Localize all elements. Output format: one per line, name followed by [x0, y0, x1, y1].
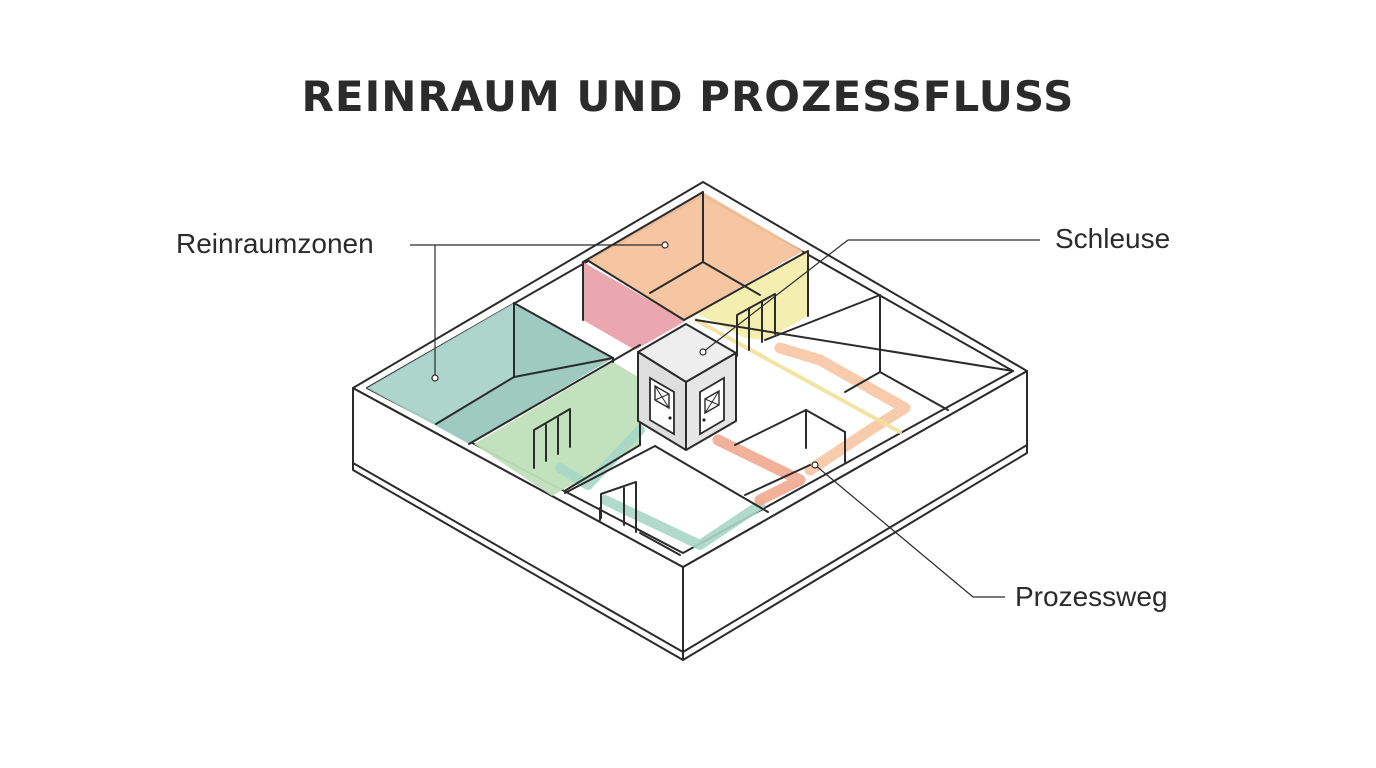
zone-pink — [583, 262, 684, 350]
process-path-salmon — [712, 434, 806, 506]
process-path-teal-upper — [555, 425, 645, 490]
zone-yellow — [696, 251, 808, 340]
zone-teal-wall — [436, 303, 613, 444]
label-reinraumzonen: Reinraumzonen — [176, 228, 374, 259]
leader-lines — [410, 239, 1040, 598]
label-prozessweg: Prozessweg — [1015, 581, 1168, 612]
label-schleuse: Schleuse — [1055, 223, 1171, 254]
process-path-orange — [774, 342, 911, 476]
cleanroom-zones — [367, 192, 808, 496]
doorways — [533, 293, 776, 533]
airlock-cube — [637, 323, 737, 451]
zone-orange — [587, 192, 803, 320]
diagram-title: REINRAUM UND PROZESSFLUSS — [301, 72, 1075, 121]
process-path-yellow — [694, 318, 902, 434]
airlock-door-left — [649, 376, 675, 436]
